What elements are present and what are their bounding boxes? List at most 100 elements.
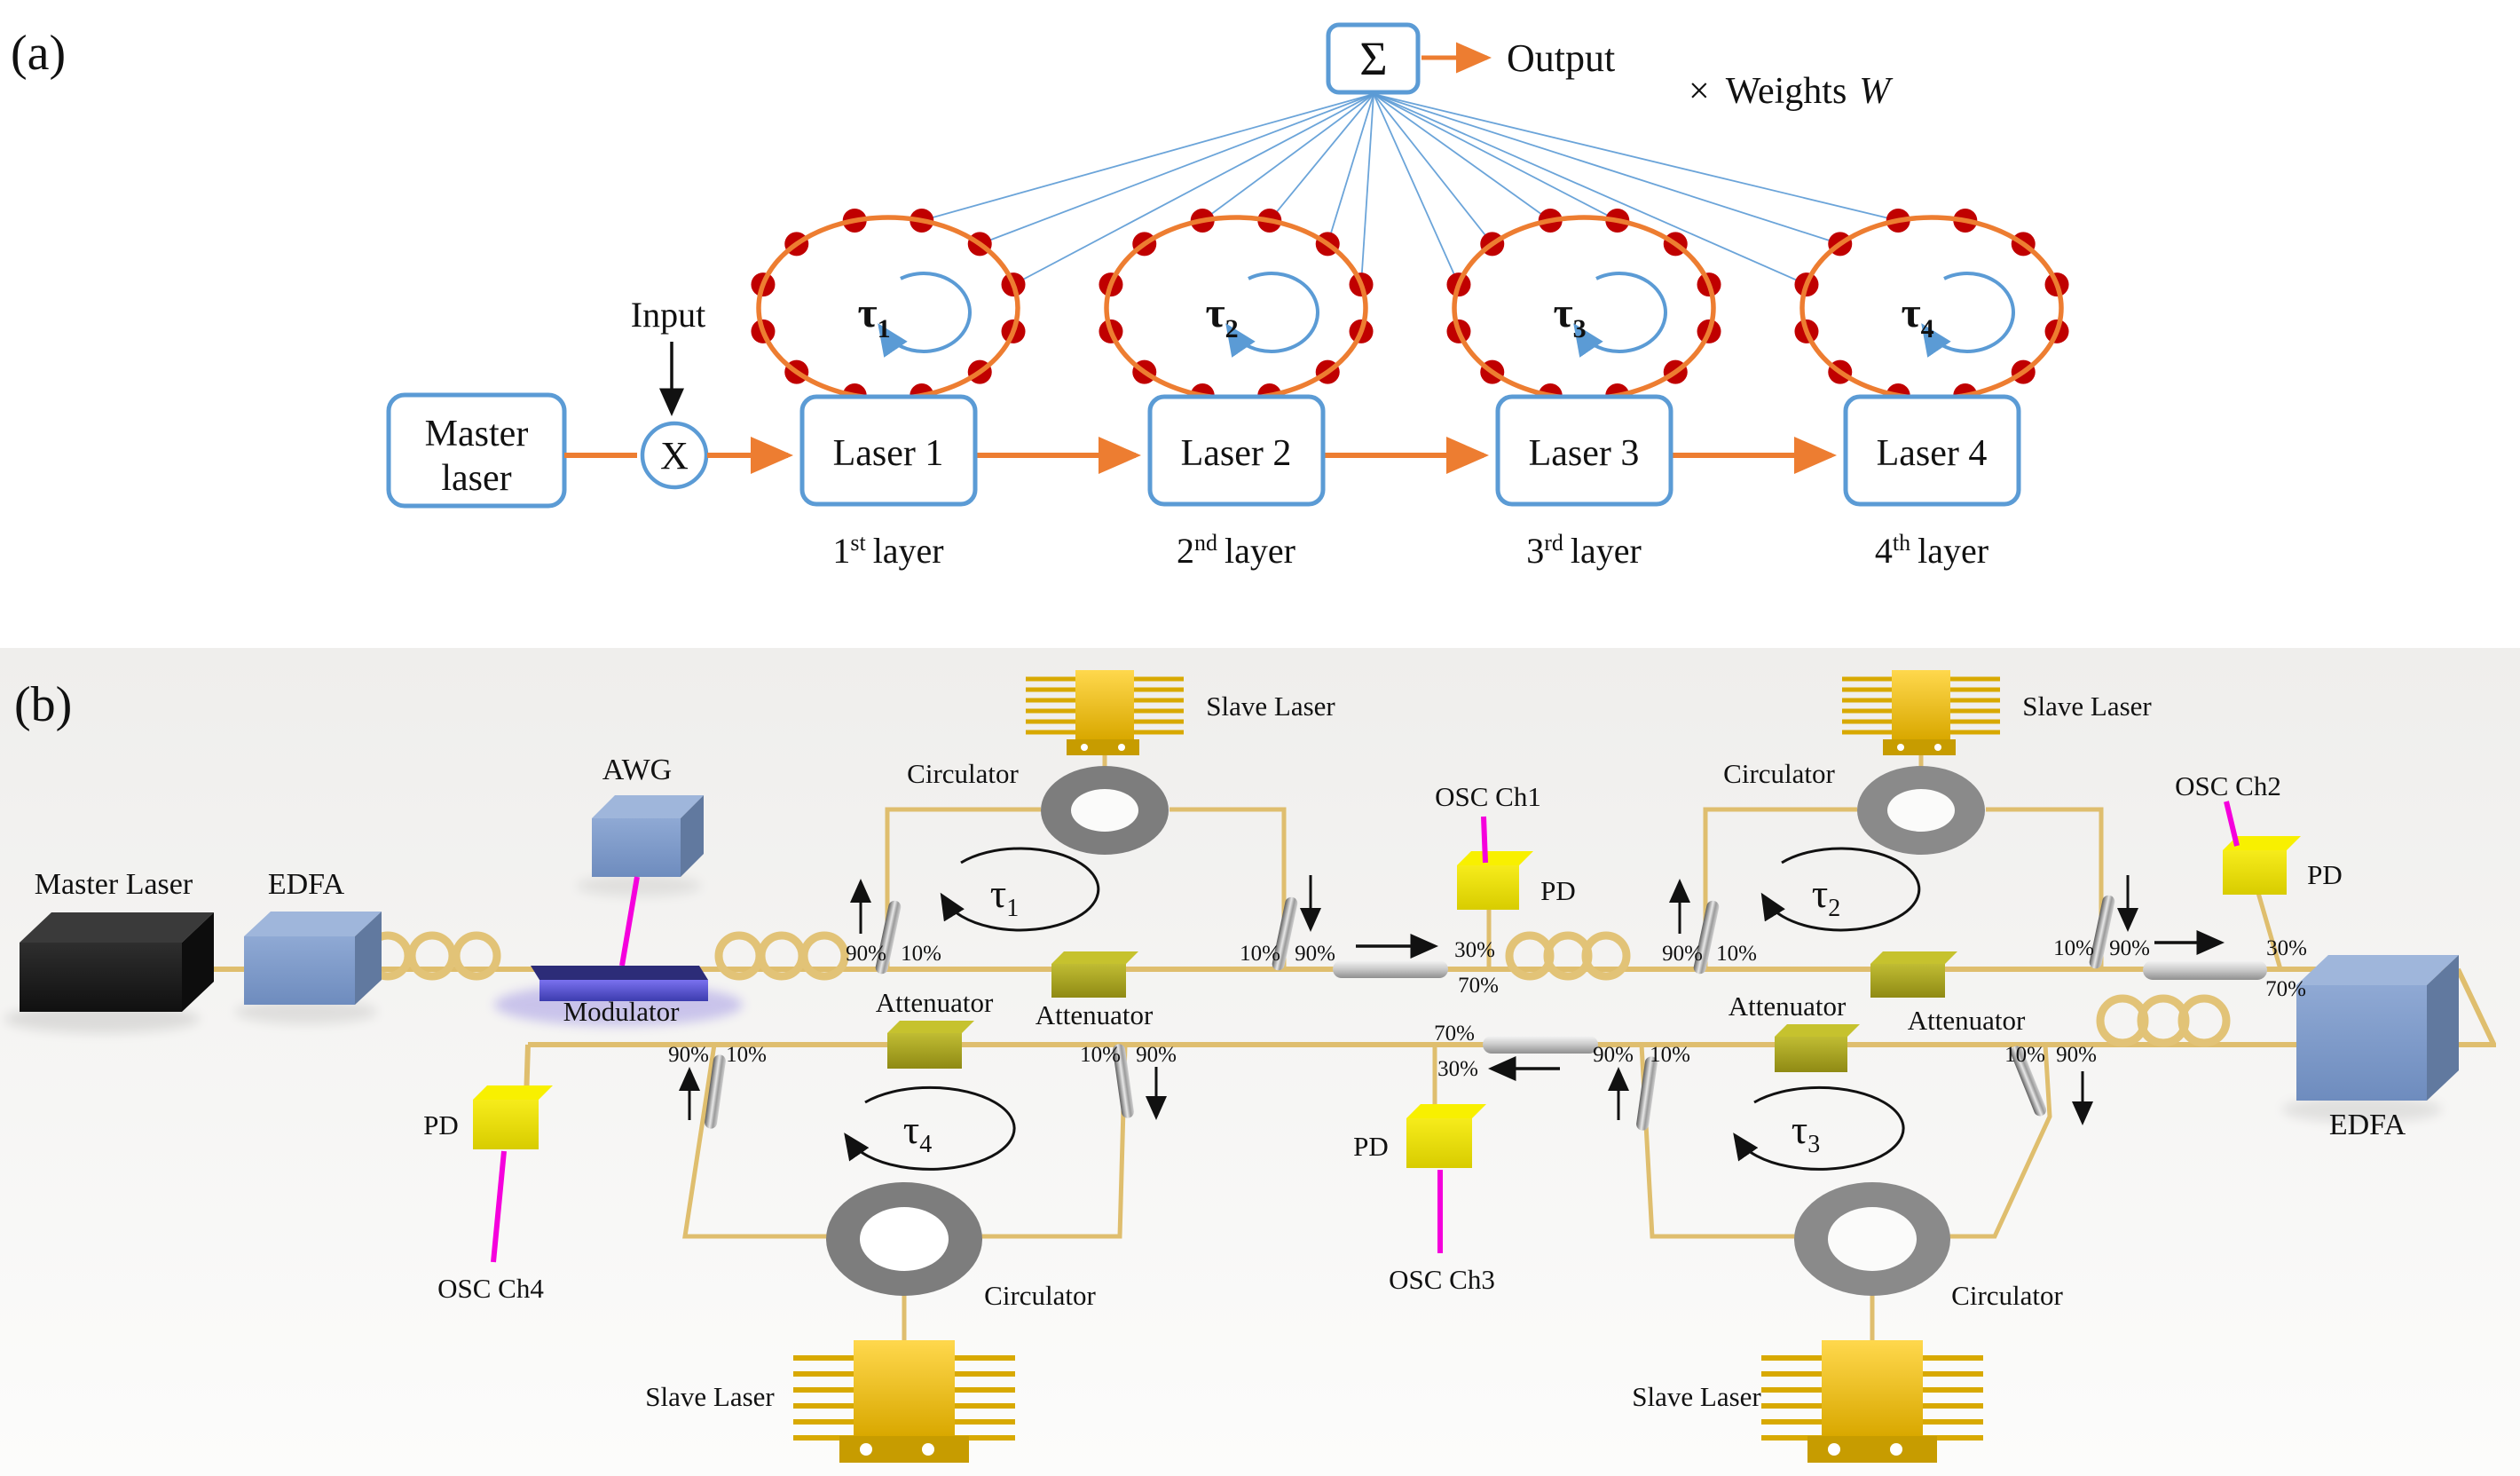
panel-b: (b) bbox=[4, 670, 2496, 1463]
shadow bbox=[577, 875, 701, 896]
tau3-left-coupler bbox=[1636, 1056, 1658, 1131]
pd1-label: PD bbox=[1540, 875, 1576, 906]
splitter-ch2 bbox=[2143, 960, 2267, 980]
input-label: Input bbox=[631, 295, 705, 335]
tau3-label: τ3 bbox=[1792, 1107, 1821, 1158]
osc1-cable bbox=[1481, 816, 1488, 864]
tau2-right-10pct: 10% bbox=[2053, 936, 2094, 960]
tau1-attenuator bbox=[1051, 951, 1138, 998]
circulator3 bbox=[1794, 1182, 1950, 1296]
edfa-right-label: EDFA bbox=[2329, 1109, 2406, 1141]
pd4-label: PD bbox=[423, 1109, 459, 1141]
tau1-right-coupler bbox=[1272, 896, 1298, 971]
delay-ring-4 bbox=[1799, 215, 2064, 401]
tau1-ring-label: τ1 bbox=[857, 289, 890, 343]
weight-line bbox=[1373, 93, 1493, 245]
weight-line bbox=[1201, 93, 1374, 222]
tau1-right-10pct: 10% bbox=[1240, 942, 1280, 966]
splitter1-30pct: 30% bbox=[1454, 938, 1495, 962]
sum-symbol: Σ bbox=[1359, 32, 1387, 85]
pd3-label: PD bbox=[1353, 1131, 1389, 1162]
tau1-label: τ1 bbox=[990, 871, 1020, 922]
ring-rotation-arrow bbox=[878, 272, 972, 358]
fiber-spool-mid-upper-bus bbox=[1505, 931, 1631, 981]
laser1-label: Laser 1 bbox=[833, 433, 944, 474]
splitter2-70pct: 70% bbox=[2265, 977, 2306, 1001]
weight-line bbox=[1327, 93, 1374, 245]
awg-to-modulator-cable bbox=[619, 876, 640, 967]
shadow bbox=[2282, 1096, 2442, 1123]
pd4 bbox=[473, 1085, 553, 1149]
tau4-right-coupler bbox=[1113, 1044, 1134, 1118]
osc-ch3-label: OSC Ch3 bbox=[1389, 1264, 1495, 1295]
splitter1-70pct: 70% bbox=[1458, 974, 1499, 998]
panel-b-backdrop bbox=[0, 648, 2520, 1476]
tau3-right-coupler bbox=[2010, 1046, 2047, 1117]
edfa-right-3d bbox=[2296, 955, 2459, 1101]
tau3-right-90pct: 90% bbox=[2056, 1043, 2097, 1067]
osc2-cable bbox=[2224, 801, 2240, 847]
edfa-left-label: EDFA bbox=[268, 868, 345, 901]
circulator1 bbox=[1041, 766, 1169, 855]
tau4-circulation-arrow bbox=[844, 1085, 1016, 1171]
master-laser-label: Master Laser bbox=[35, 868, 193, 901]
laser4-box bbox=[1843, 394, 2021, 507]
laser2-label: Laser 2 bbox=[1181, 433, 1292, 474]
weight-connections-and-nodes bbox=[751, 93, 2069, 408]
multiplier-symbol: X bbox=[660, 434, 689, 478]
panel-a-tag: (a) bbox=[11, 26, 66, 81]
osc-ch1-label: OSC Ch1 bbox=[1435, 781, 1541, 812]
tau3-ring-label: τ3 bbox=[1553, 289, 1586, 343]
ring-rotation-arrow bbox=[1921, 272, 2015, 358]
sum-node-box bbox=[1326, 22, 1421, 95]
slave-laser-1-label: Slave Laser bbox=[1206, 691, 1335, 722]
attenuator-label-upper-left: Attenuator bbox=[1036, 999, 1154, 1030]
splitter3-30pct: 30% bbox=[1437, 1057, 1478, 1081]
pd3 bbox=[1406, 1104, 1486, 1168]
output-label: Output bbox=[1507, 36, 1615, 80]
slave-laser-4-label: Slave Laser bbox=[645, 1381, 775, 1412]
awg-label: AWG bbox=[602, 754, 672, 786]
slave4-pins bbox=[793, 1355, 1015, 1440]
tau1-circulation-arrow bbox=[940, 847, 1100, 932]
tau2-ring-label: τ2 bbox=[1205, 289, 1238, 343]
tau2-label: τ2 bbox=[1812, 871, 1841, 922]
slave-laser-1 bbox=[1026, 670, 1184, 755]
circulator4 bbox=[826, 1182, 982, 1296]
tau1-left-10pct: 10% bbox=[901, 942, 941, 966]
slave3-pins bbox=[1761, 1355, 1983, 1440]
panel-a: (a) τ1 τ2 τ3 τ4 Master laser X Input bbox=[11, 22, 2069, 571]
weight-line bbox=[1012, 93, 1374, 286]
weight-line bbox=[1269, 93, 1374, 222]
laser3-box bbox=[1495, 394, 1673, 507]
slave-laser-3-label: Slave Laser bbox=[1632, 1381, 1761, 1412]
splitter2-30pct: 30% bbox=[2266, 936, 2307, 960]
pd1 bbox=[1457, 851, 1533, 910]
laser3-label: Laser 3 bbox=[1529, 433, 1640, 474]
tau3-left-90pct: 90% bbox=[1593, 1043, 1634, 1067]
modulator-label: Modulator bbox=[563, 996, 681, 1027]
circulator2-label: Circulator bbox=[1723, 758, 1835, 789]
weight-line bbox=[1373, 93, 1618, 222]
osc4-cable bbox=[491, 1150, 507, 1263]
edfa-left-3d bbox=[244, 912, 382, 1005]
slave-laser-4 bbox=[793, 1340, 1015, 1463]
delay-ring-1 bbox=[756, 215, 1020, 401]
master-laser-3d bbox=[20, 912, 214, 1012]
tau4-right-90pct: 90% bbox=[1136, 1043, 1177, 1067]
delay-ring-3 bbox=[1452, 215, 1716, 401]
laser2-box bbox=[1147, 394, 1326, 507]
tau2-left-90pct: 90% bbox=[1662, 942, 1703, 966]
awg-3d bbox=[592, 795, 704, 877]
splitter-ch1 bbox=[1333, 960, 1448, 978]
osc-ch4-label: OSC Ch4 bbox=[437, 1273, 544, 1304]
tau4-ring-label: τ4 bbox=[1901, 289, 1933, 343]
weight-line bbox=[979, 93, 1374, 245]
pd2-label: PD bbox=[2307, 859, 2343, 890]
tau4-label: τ4 bbox=[903, 1107, 933, 1158]
slave-laser-2 bbox=[1842, 670, 2000, 755]
slave-laser-3 bbox=[1761, 1340, 1983, 1463]
